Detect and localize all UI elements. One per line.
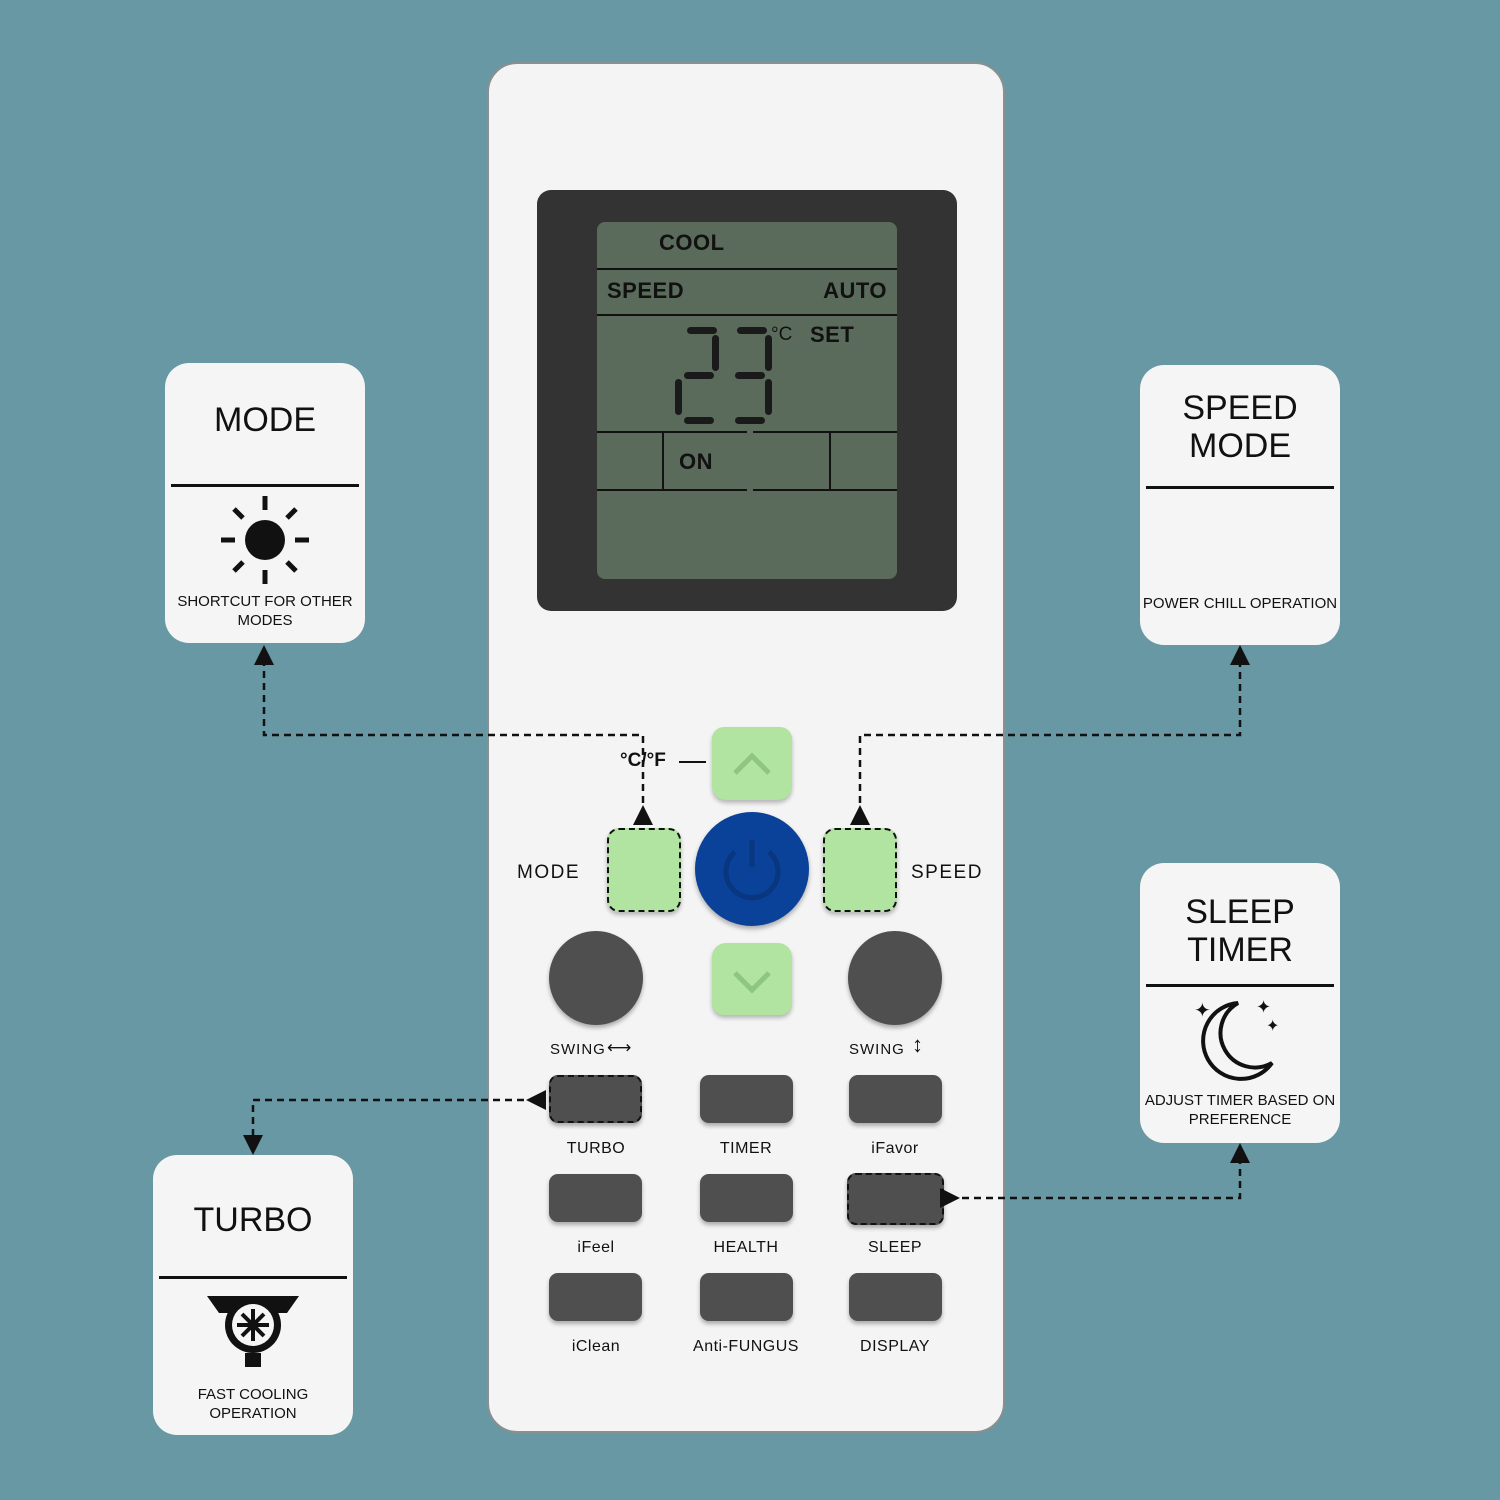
vertical-arrows-icon: ↕ bbox=[912, 1032, 923, 1057]
sleep-button[interactable] bbox=[847, 1173, 944, 1225]
svg-text:✦: ✦ bbox=[1194, 1000, 1211, 1022]
chevron-up-icon bbox=[733, 752, 771, 775]
mode-label: MODE bbox=[517, 862, 580, 883]
ifavor-button[interactable] bbox=[849, 1075, 942, 1123]
chevron-down-icon bbox=[733, 971, 771, 994]
health-label: HEALTH bbox=[713, 1239, 779, 1256]
anti-fungus-label: Anti-FUNGUS bbox=[693, 1338, 799, 1355]
power-button[interactable] bbox=[695, 812, 809, 926]
lcd-mode: COOL bbox=[659, 230, 725, 255]
anti-fungus-button[interactable] bbox=[700, 1273, 793, 1321]
speed-button[interactable] bbox=[823, 828, 897, 912]
sleep-label: SLEEP bbox=[867, 1239, 923, 1256]
temperature-down-button[interactable] bbox=[712, 943, 792, 1015]
speed-mode-callout: SPEED MODE POWER CHILL OPERATION bbox=[1140, 365, 1340, 645]
turbo-label: TURBO bbox=[566, 1140, 626, 1157]
mode-button[interactable] bbox=[607, 828, 681, 912]
unit-toggle-label: °C/°F bbox=[620, 750, 666, 771]
swing-horizontal-button[interactable] bbox=[549, 931, 643, 1025]
display-label: DISPLAY bbox=[860, 1338, 930, 1355]
sleep-callout-title-line2: TIMER bbox=[1187, 931, 1293, 969]
swing-vertical-button[interactable] bbox=[848, 931, 942, 1025]
ifavor-label: iFavor bbox=[871, 1140, 919, 1157]
svg-text:✦: ✦ bbox=[1266, 1018, 1279, 1035]
fan-icon bbox=[207, 1296, 299, 1367]
mode-callout: MODE SHORTCUT FOR OTHER MODES bbox=[165, 363, 365, 643]
speed-label: SPEED bbox=[911, 862, 983, 883]
speed-callout-title-line1: SPEED bbox=[1182, 389, 1298, 427]
label-leader-line bbox=[679, 761, 706, 763]
mode-callout-desc: SHORTCUT FOR OTHER MODES bbox=[177, 593, 353, 629]
lcd-set-label: SET bbox=[810, 322, 855, 347]
svg-text:✦: ✦ bbox=[1256, 997, 1271, 1017]
swing-vertical-label: SWING bbox=[849, 1041, 905, 1058]
timer-button[interactable] bbox=[700, 1075, 793, 1123]
sleep-callout-title-line1: SLEEP bbox=[1185, 893, 1295, 931]
iclean-button[interactable] bbox=[549, 1273, 642, 1321]
sleep-timer-callout: SLEEP TIMER ✦ ✦ ✦ ADJUST TIMER BASED ON … bbox=[1140, 863, 1340, 1143]
lcd-speed-value: AUTO bbox=[823, 278, 887, 303]
lcd-unit: °C bbox=[771, 324, 793, 345]
lcd-speed-label: SPEED bbox=[607, 278, 685, 303]
swing-horizontal-label: SWING bbox=[550, 1041, 606, 1058]
health-button[interactable] bbox=[700, 1174, 793, 1222]
lcd-display: COOL SPEED AUTO 23 °C SET ON bbox=[597, 222, 897, 579]
speed-callout-desc: POWER CHILL OPERATION bbox=[1142, 595, 1338, 612]
turbo-button[interactable] bbox=[549, 1075, 642, 1123]
mode-callout-title: MODE bbox=[214, 401, 316, 439]
ifeel-label: iFeel bbox=[577, 1239, 615, 1256]
turbo-callout: TURBO FAST COOLING OPERATION bbox=[153, 1155, 353, 1435]
temperature-up-button[interactable] bbox=[712, 727, 792, 800]
display-button[interactable] bbox=[849, 1273, 942, 1321]
turbo-callout-title: TURBO bbox=[193, 1201, 313, 1239]
sun-icon bbox=[221, 496, 309, 584]
moon-stars-icon: ✦ ✦ ✦ bbox=[1194, 997, 1279, 1081]
iclean-label: iClean bbox=[571, 1338, 621, 1355]
ifeel-button[interactable] bbox=[549, 1174, 642, 1222]
horizontal-arrows-icon: ⟷ bbox=[607, 1038, 632, 1057]
sleep-callout-desc: ADJUST TIMER BASED ON PREFERENCE bbox=[1144, 1092, 1336, 1128]
power-icon bbox=[723, 840, 781, 901]
turbo-callout-desc: FAST COOLING OPERATION bbox=[197, 1386, 309, 1422]
timer-label: TIMER bbox=[719, 1140, 773, 1157]
lcd-timer-status: ON bbox=[679, 449, 713, 474]
speed-callout-title-line2: MODE bbox=[1189, 427, 1291, 465]
